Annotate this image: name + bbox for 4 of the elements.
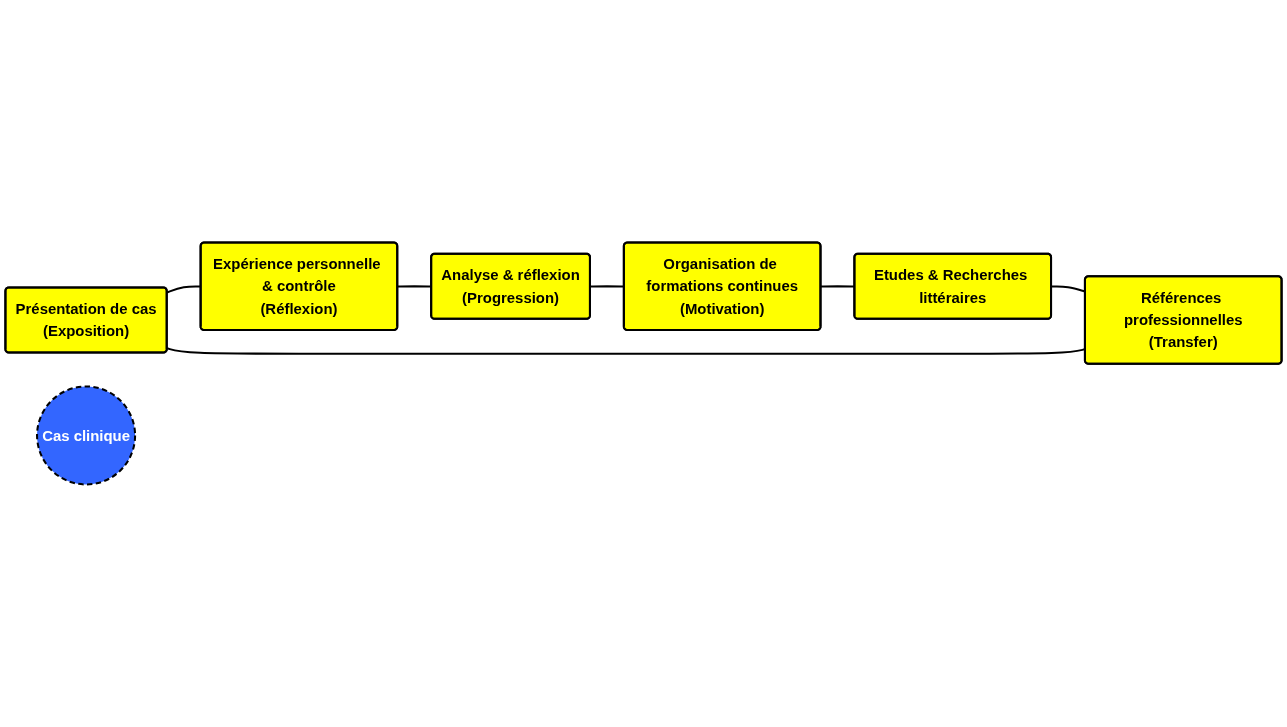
connector bbox=[820, 285, 855, 288]
node-circle: Cas clinique bbox=[36, 385, 137, 486]
connector bbox=[397, 285, 432, 288]
connector bbox=[166, 285, 201, 294]
